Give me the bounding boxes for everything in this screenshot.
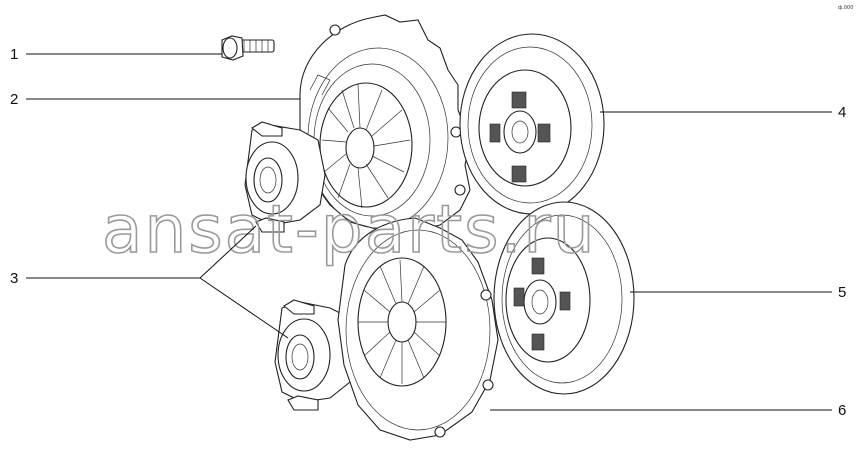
clutch-disc-lower-part: [493, 201, 635, 395]
watermark-text: ansat-parts.ru: [102, 191, 596, 268]
bolt-part: [221, 35, 275, 61]
callout-2: 2: [10, 91, 18, 108]
release-bearing-upper-part: [244, 121, 326, 233]
callout-5: 5: [838, 284, 846, 301]
clutch-cover-upper-part: [299, 14, 471, 233]
callout-4: 4: [838, 104, 846, 121]
release-bearing-lower-part: [274, 299, 357, 411]
leader-lines: [26, 53, 832, 411]
corner-code: ф.000: [838, 5, 853, 11]
clutch-disc-upper-part: [459, 33, 605, 215]
callout-1: 1: [10, 46, 18, 63]
clutch-cover-lower-part: [337, 217, 499, 441]
callout-3: 3: [10, 270, 18, 287]
callout-6: 6: [838, 402, 846, 419]
